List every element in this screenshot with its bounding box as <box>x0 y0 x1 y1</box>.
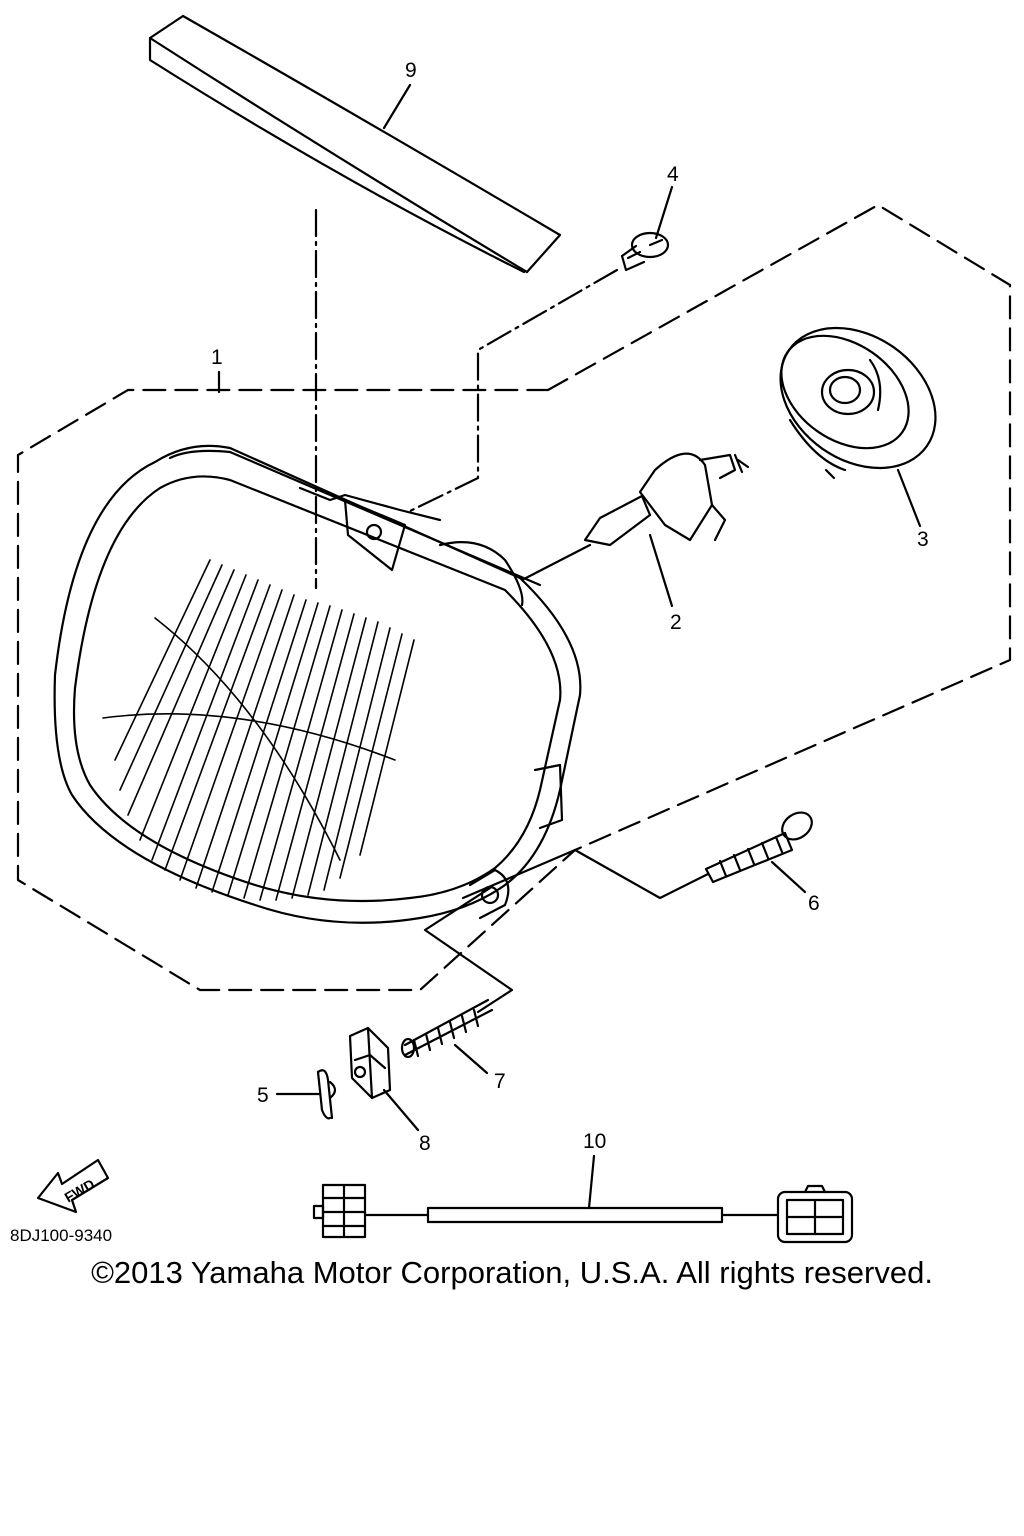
part-4-clip <box>620 231 670 272</box>
lens-pattern <box>102 559 415 901</box>
part-label-9: 9 <box>405 59 417 82</box>
callout-leader-10 <box>587 1154 596 1210</box>
diagram-code: 8DJ100-9340 <box>10 1226 112 1245</box>
callout-leader-2 <box>648 533 674 608</box>
callout-leader-6 <box>770 860 807 894</box>
copyright-notice: ©2013 Yamaha Motor Corporation, U.S.A. A… <box>91 1255 933 1290</box>
part-1-headlight <box>53 444 582 924</box>
callout-leader-4 <box>654 185 674 240</box>
leader-line-2 <box>520 543 592 582</box>
part-label-8: 8 <box>419 1132 431 1155</box>
fwd-arrow-icon <box>36 1158 110 1214</box>
callout-leader-7 <box>453 1043 489 1075</box>
part-5-clip <box>316 1069 337 1120</box>
callout-leader-8 <box>382 1088 420 1132</box>
part-label-6: 6 <box>808 892 820 915</box>
part-6-screw <box>704 811 813 884</box>
part-label-4: 4 <box>667 163 679 186</box>
leader-line-7 <box>423 886 514 1014</box>
part-label-2: 2 <box>670 611 682 634</box>
part-10-harness <box>312 1183 854 1244</box>
part-label-7: 7 <box>494 1070 506 1093</box>
part-label-10: 10 <box>583 1130 606 1153</box>
part-label-1: 1 <box>211 346 223 369</box>
part-7-spring <box>400 998 494 1059</box>
part-3-cover <box>779 326 937 480</box>
assembly-boundary-dashed <box>16 203 1012 992</box>
part-8-nut <box>348 1026 392 1100</box>
part-2-bulb <box>583 452 750 547</box>
part-9-pad <box>148 14 562 274</box>
part-label-5: 5 <box>257 1084 269 1107</box>
callout-leader-3 <box>896 468 922 528</box>
part-label-3: 3 <box>917 528 929 551</box>
leader-line-4 <box>406 268 619 514</box>
callout-leader-9 <box>382 83 412 130</box>
